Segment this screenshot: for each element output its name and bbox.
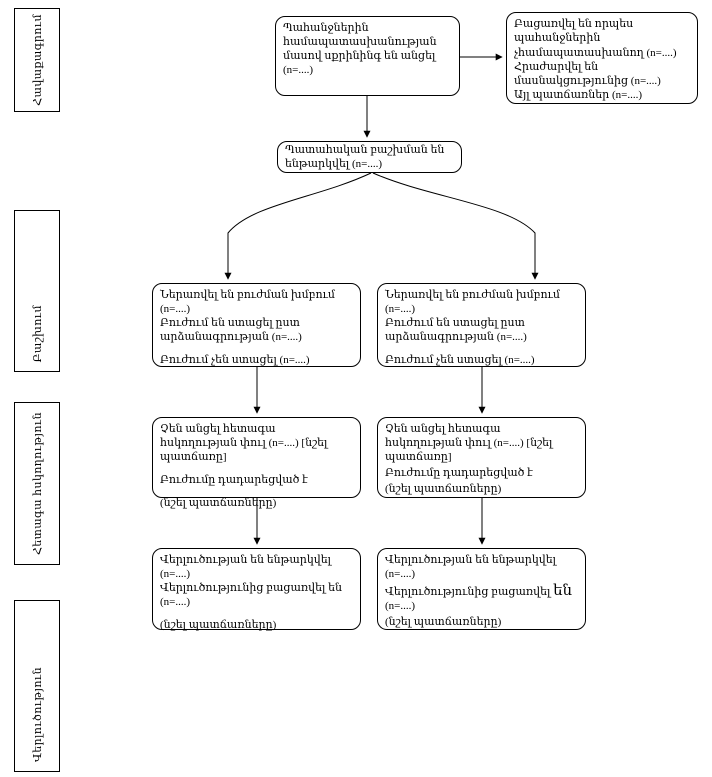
allocation-not-received-line: Բուժում չեն ստացել (n=....) (385, 353, 535, 366)
analysis-excluded-line: Վերլուծությունից բացառվել են (n=....) (160, 581, 342, 608)
followup-lost-line: Չեն անցել հետագա հսկողության փուլ (n=...… (160, 423, 328, 463)
allocation-included-line: Ներառվել են բուժման խմբում (n=....) (160, 289, 335, 315)
allocation-received-line: Բուժում են ստացել ըստ արձանագրության (n=… (385, 316, 527, 343)
analysis-left-box: Վերլուծության են ենթարկվել (n=....) Վերլ… (152, 548, 361, 631)
screening-text: Պահանջներին համապատասխանության մասով սքր… (283, 22, 437, 76)
followup-discontinued-line: Բուժումը դադարեցված է (385, 466, 533, 479)
analysis-excluded-emphasis: են (553, 582, 573, 599)
allocation-not-received-line: Բուժում չեն ստացել (n=....) (160, 353, 310, 366)
allocation-left-box: Ներառվել են բուժման խմբում (n=....) Բուժ… (152, 283, 361, 367)
analysis-reasons-line: (նշել պատճառները) (385, 615, 502, 628)
analysis-analyzed-line: Վերլուծության են ենթարկվել (n=....) (160, 554, 331, 580)
analysis-right-box: Վերլուծության են ենթարկվել (n=....) Վերլ… (377, 548, 586, 630)
randomized-text: Պատահական բաշխման են ենթարկվել (n=....) (285, 144, 445, 170)
analysis-excluded-suffix: (n=....) (385, 599, 416, 612)
screening-box: Պահանջներին համապատասխանության մասով սքր… (275, 16, 460, 96)
followup-discontinued-line: Բուժումը դադարեցված է (160, 473, 308, 486)
analysis-reasons-line: (նշել պատճառները) (160, 618, 277, 631)
followup-reasons-line: (նշել պատճառները) (160, 496, 277, 509)
stage-label-enrollment: Հավաքագրում (31, 14, 44, 106)
excluded-item-not-eligible: Բացառվել են որպես պահանջներին չհամապատաս… (514, 18, 677, 59)
randomized-box: Պատահական բաշխման են ենթարկվել (n=....) (277, 141, 462, 173)
stage-label-followup: Հետագա հսկողություն (31, 411, 44, 555)
analysis-excluded-prefix: Վերլուծությունից բացառվել (385, 585, 554, 598)
allocation-included-line: Ներառվել են բուժման խմբում (n=....) (385, 289, 560, 315)
followup-right-box: Չեն անցել հետագա հսկողության փուլ (n=...… (377, 417, 586, 498)
arrow-randomized-to-allocation-left (224, 172, 372, 280)
excluded-item-other: Այլ պատճառներ (n=....) (514, 89, 643, 102)
stage-box-analysis: Վերլուծություն (14, 600, 60, 772)
excluded-box: Բացառվել են որպես պահանջներին չհամապատաս… (506, 12, 698, 104)
stage-label-analysis: Վերլուծություն (31, 667, 44, 762)
excluded-item-declined: Հրաժարվել են մասնակցությունից (n=....) (514, 60, 661, 88)
stage-box-followup: Հետագա հսկողություն (14, 402, 60, 565)
analysis-analyzed-line: Վերլուծության են ենթարկվել (n=....) (385, 554, 556, 580)
followup-reasons-line: (նշել պատճառները) (385, 482, 502, 495)
stage-box-enrollment: Հավաքագրում (14, 8, 60, 112)
analysis-excluded-line: Վերլուծությունից բացառվել են (n=....) (385, 582, 578, 614)
stage-label-allocation: Բաշխում (31, 304, 44, 362)
followup-lost-line: Չեն անցել հետագա հսկողության փուլ (n=...… (385, 423, 553, 463)
followup-left-box: Չեն անցել հետագա հսկողության փուլ (n=...… (152, 417, 361, 509)
allocation-received-line: Բուժում են ստացել ըստ արձանագրության (n=… (160, 316, 302, 343)
arrow-randomized-to-allocation-right (372, 172, 539, 280)
stage-box-allocation: Բաշխում (14, 210, 60, 372)
allocation-right-box: Ներառվել են բուժման խմբում (n=....) Բուժ… (377, 283, 586, 367)
